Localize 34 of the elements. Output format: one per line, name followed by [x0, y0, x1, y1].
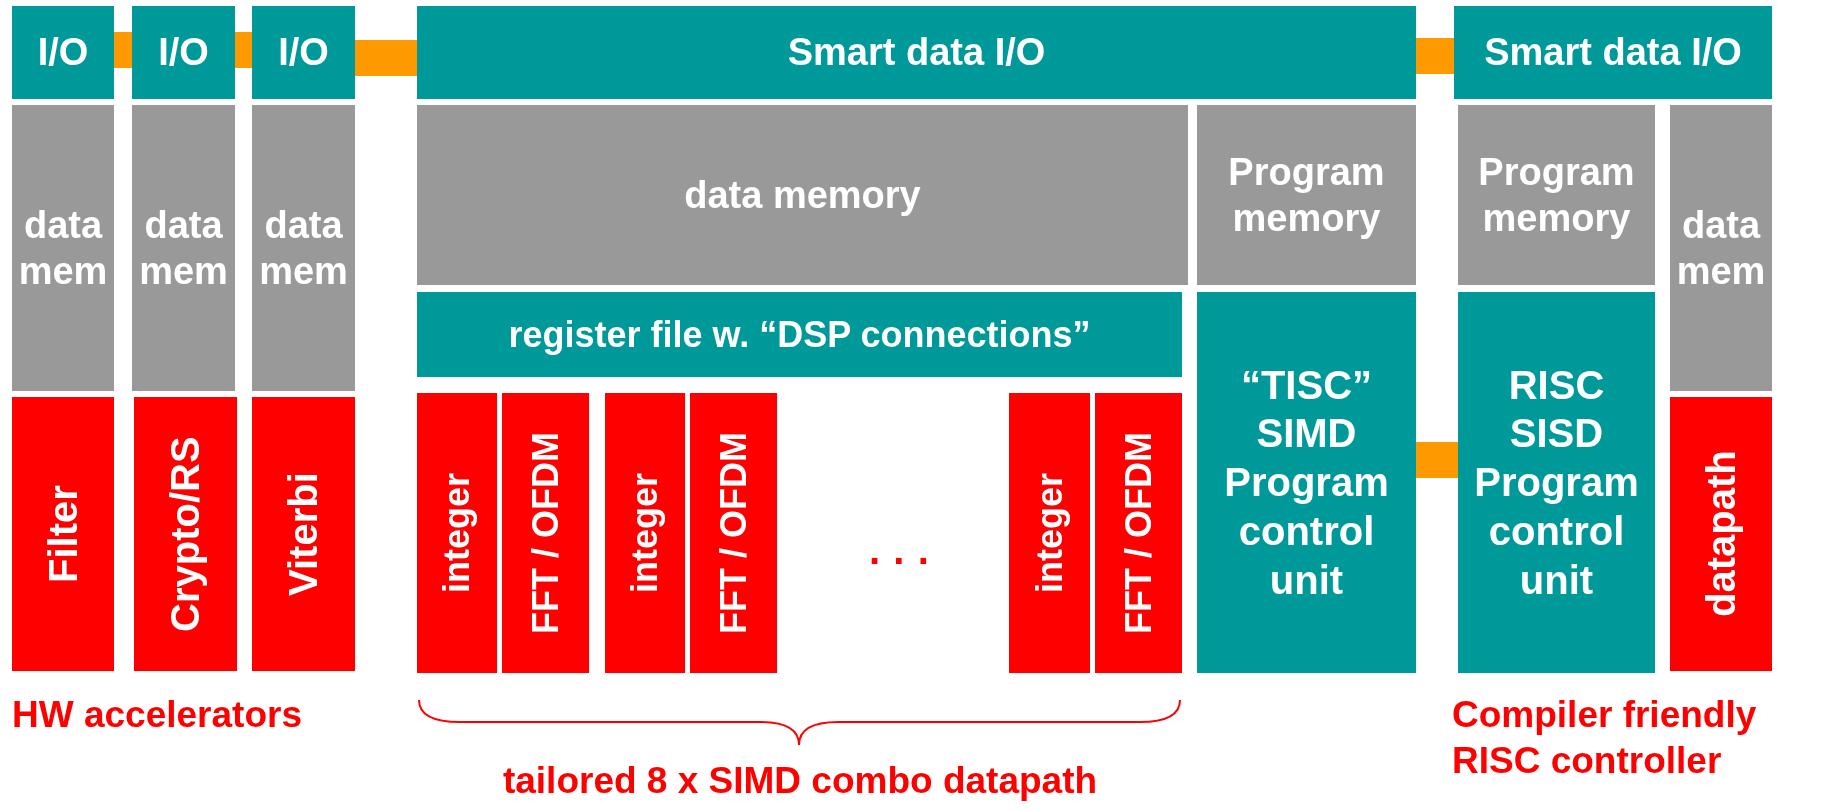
control-unit-block: RISC SISD Program control unit [1458, 292, 1655, 673]
group-caption: tailored 8 x SIMD combo datapath [501, 759, 1099, 803]
memory-block: data mem [12, 105, 114, 391]
memory-block: Program memory [1197, 105, 1416, 285]
group-caption: HW accelerators [12, 693, 303, 737]
datapath-block: integer [605, 393, 685, 673]
control-unit-block: “TISC” SIMD Program control unit [1197, 292, 1416, 673]
ellipsis: · · · [867, 538, 933, 585]
datapath-block: FFT / OFDM [1095, 393, 1182, 673]
connector-bar [1416, 38, 1454, 74]
io-block: Smart data I/O [1454, 6, 1772, 99]
io-block: I/O [132, 6, 235, 99]
io-block: Smart data I/O [417, 6, 1416, 99]
datapath-block: FFT / OFDM [502, 393, 589, 673]
memory-block: data mem [132, 105, 235, 391]
memory-block: data memory [417, 105, 1188, 285]
memory-block: Program memory [1458, 105, 1655, 285]
datapath-block: Viterbi [252, 397, 355, 671]
memory-block: data mem [1670, 105, 1772, 391]
datapath-block: FFT / OFDM [690, 393, 777, 673]
connector-bar [235, 32, 252, 68]
memory-block: data mem [252, 105, 355, 391]
datapath-block: Filter [12, 397, 114, 671]
group-caption: Compiler friendly RISC controller [1452, 693, 1758, 784]
connector-bar [355, 40, 417, 76]
connector-bar [1416, 442, 1458, 478]
io-block: I/O [252, 6, 355, 99]
connector-bar [114, 32, 132, 68]
io-block: register file w. “DSP connections” [417, 292, 1182, 377]
datapath-block: Crypto/RS [134, 397, 237, 671]
io-block: I/O [12, 6, 114, 99]
datapath-block: integer [1009, 393, 1090, 673]
datapath-block: integer [417, 393, 497, 673]
datapath-block: datapath [1670, 397, 1772, 671]
